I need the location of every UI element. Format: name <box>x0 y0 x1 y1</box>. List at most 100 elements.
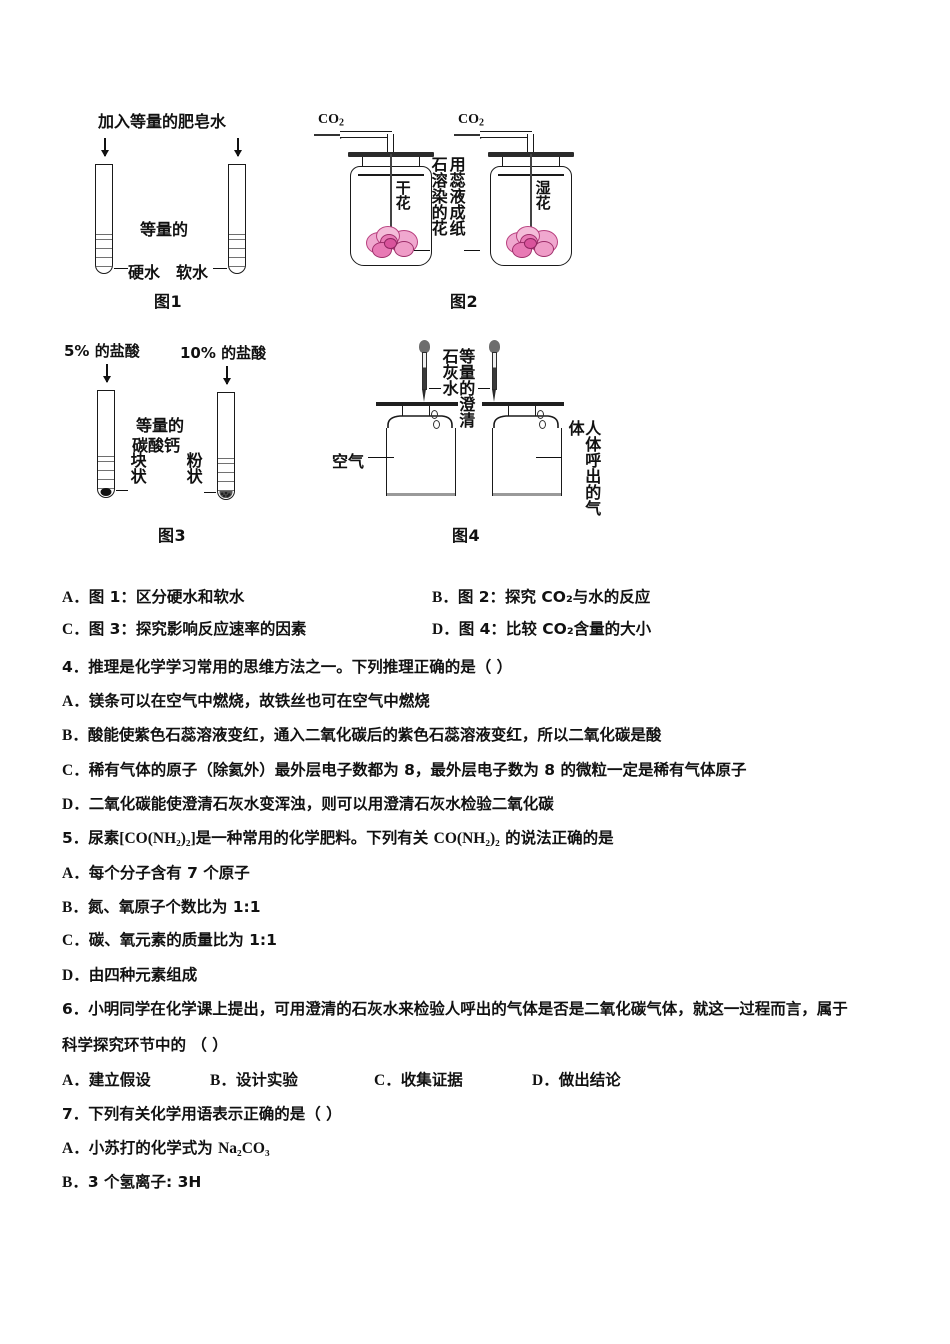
fig3-leader-right <box>204 492 216 494</box>
fig2-rose-left <box>364 224 420 260</box>
fig3-liquid-left <box>98 456 114 497</box>
q5-stem-pre: 5．尿素 <box>62 829 120 847</box>
fig2-note-col-a: 用蕊液成纸 <box>446 156 466 236</box>
q4-option-c: C．稀有气体的原子（除氦外）最外层电子数都为 8，最外层电子数为 8 的微粒一定… <box>62 758 746 780</box>
fig4-bottle-air <box>386 428 456 496</box>
figure-3: 5% 的盐酸 10% 的盐酸 等量的 碳酸钙 块状 粉状 图3 <box>58 340 308 545</box>
figure-2: CO2 干花 用蕊液成纸 石溶染的花 <box>310 108 600 311</box>
fig4-dropper-note-col-a: 等量的澄清石灰水 <box>439 348 476 428</box>
fig4-shoulder-left <box>387 415 453 431</box>
fig1-leader-left <box>114 268 128 270</box>
q5-option-b-text: 氮、氧原子个数比为 1:1 <box>87 898 261 916</box>
q6-option-d-text: 做出结论 <box>558 1071 621 1089</box>
q7-option-b: B．3 个氢离子: 3H <box>62 1170 201 1192</box>
q6-option-c: C．收集证据 <box>374 1068 463 1090</box>
fig1-arrow-right <box>234 138 241 157</box>
q5-option-b-key: B． <box>62 899 88 916</box>
fig4-glass-plate-right <box>482 402 564 406</box>
q5-option-d-key: D． <box>62 967 89 984</box>
fig3-label-powder-form: 粉状 <box>183 452 203 484</box>
fig1-liquid-hard <box>96 234 112 273</box>
fig2-co2-label-right: CO2 <box>458 112 484 129</box>
fig1-leader-right <box>213 268 227 270</box>
q7-option-a-text: 小苏打的化学式为 <box>88 1139 219 1157</box>
q4-option-d-key: D． <box>62 796 89 813</box>
q6-option-b-text: 设计实验 <box>235 1071 298 1089</box>
fig2-pipe-v-right <box>527 134 534 154</box>
fig3-calcium-lump <box>100 488 112 496</box>
q5-formula-2: CO(NH₂)₂ <box>433 830 500 847</box>
fig2-note-leader-left <box>414 250 430 252</box>
fig4-neck-left <box>402 406 430 416</box>
fig3-arrow-left <box>103 364 110 383</box>
fig4-leader-exhaled <box>536 457 562 459</box>
fig4-label-exhaled-gas: 人体呼出的气体 <box>565 420 602 516</box>
q6-option-d: D．做出结论 <box>532 1068 621 1090</box>
fig3-tube-left <box>97 390 115 498</box>
q6-option-d-key: D． <box>532 1072 559 1089</box>
fig1-tube-hard-water <box>95 164 113 274</box>
q5-option-a-key: A． <box>62 865 89 882</box>
fig3-mid-label-2: 碳酸钙 <box>132 436 181 455</box>
fig3-tube-right <box>217 392 235 500</box>
q3-option-a: A．图 1：区分硬水和软水 <box>62 585 244 607</box>
fig4-base-right <box>493 493 561 496</box>
q3-option-d-key: D． <box>432 621 459 638</box>
fig4-ear-right-2 <box>539 420 546 429</box>
q3-option-a-key: A． <box>62 589 89 606</box>
fig4-ear-left <box>431 410 438 419</box>
q4-option-b: B．酸能使紫色石蕊溶液变红，通入二氧化碳后的紫色石蕊溶液变红，所以二氧化碳是酸 <box>62 723 661 745</box>
q5-option-a: A．每个分子含有 7 个原子 <box>62 861 250 883</box>
fig4-leader-air <box>368 457 394 459</box>
fig1-top-label: 加入等量的肥皂水 <box>98 112 227 131</box>
fig4-base-left <box>387 493 455 496</box>
q6-option-c-text: 收集证据 <box>400 1071 463 1089</box>
fig4-ear-left-2 <box>433 420 440 429</box>
q3-option-b: B．图 2：探究 CO₂与水的反应 <box>432 585 650 607</box>
fig1-label-soft-water: 软水 <box>176 263 209 282</box>
q6-option-b: B．设计实验 <box>210 1068 298 1090</box>
fig2-pipe-v-left <box>387 134 394 154</box>
q7-option-a-key: A． <box>62 1140 89 1157</box>
fig4-bottle-exhaled <box>492 428 562 496</box>
q3-option-a-text: 图 1：区分硬水和软水 <box>88 588 245 606</box>
q6-option-b-key: B． <box>210 1072 236 1089</box>
q5-option-d-text: 由四种元素组成 <box>88 966 198 984</box>
fig2-pipe-h-left <box>340 131 392 138</box>
q6-option-a-text: 建立假设 <box>88 1071 151 1089</box>
q4-option-d: D．二氧化碳能使澄清石灰水变浑浊，则可以用澄清石灰水检验二氧化碳 <box>62 792 554 814</box>
fig3-calcium-powder <box>219 491 233 498</box>
q4-option-a-key: A． <box>62 693 89 710</box>
q6-option-c-key: C． <box>374 1072 401 1089</box>
q3-option-b-key: B． <box>432 589 458 606</box>
fig3-arrow-right <box>223 366 230 385</box>
fig4-glass-plate-left <box>376 402 458 406</box>
figure-area: 加入等量的肥皂水 等量的 硬水 软水 图1 CO2 <box>0 0 950 560</box>
q3-option-b-text: 图 2：探究 CO₂与水的反应 <box>457 588 651 606</box>
fig1-label-hard-water: 硬水 <box>128 263 161 282</box>
fig3-leader-left <box>116 490 128 492</box>
fig1-arrow-left <box>101 138 108 157</box>
fig2-note-leader-right <box>464 250 480 252</box>
q7-option-a: A．小苏打的化学式为 Na₂CO₃ <box>62 1136 270 1158</box>
q4-option-b-key: B． <box>62 727 88 744</box>
fig2-co2-label-left: CO2 <box>318 112 344 129</box>
q7-option-b-text: 3 个氢离子: 3H <box>87 1173 202 1191</box>
q6-stem-line-2: 科学探究环节中的 （ ） <box>62 1036 228 1054</box>
fig2-label-dry-flower: 干花 <box>393 180 412 210</box>
fig2-inner-tube-right <box>530 154 532 246</box>
q4-option-d-text: 二氧化碳能使澄清石灰水变浑浊，则可以用澄清石灰水检验二氧化碳 <box>88 795 554 813</box>
fig4-note-leader-left <box>429 388 441 390</box>
q5-option-c-key: C． <box>62 932 89 949</box>
q5-option-c: C．碳、氧元素的质量比为 1:1 <box>62 928 277 950</box>
fig3-label-acid-right: 10% 的盐酸 <box>180 344 267 362</box>
fig1-liquid-soft <box>229 234 245 273</box>
fig2-pipe-h-right <box>480 131 532 138</box>
q4-option-b-text: 酸能使紫色石蕊溶液变红，通入二氧化碳后的紫色石蕊溶液变红，所以二氧化碳是酸 <box>87 726 662 744</box>
q5-formula-1: [CO(NH₂)₂] <box>119 830 196 847</box>
q3-option-d: D．图 4：比较 CO₂含量的大小 <box>432 617 651 639</box>
fig1-mid-label: 等量的 <box>140 220 189 239</box>
fig3-label-acid-left: 5% 的盐酸 <box>64 342 140 360</box>
fig4-ear-right <box>537 410 544 419</box>
